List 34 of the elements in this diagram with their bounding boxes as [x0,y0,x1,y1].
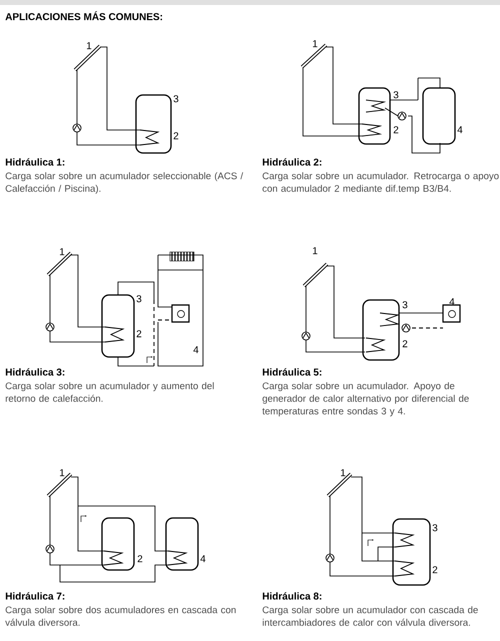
callout-number: 1 [312,247,318,254]
scheme-description: Carga solar sobre un acumulador y aumento del retorno de calefacción. [6,382,214,402]
callout-number: 3 [136,295,142,302]
callout-number: 4 [457,126,462,134]
scheme-heading: Hidráulica 3: [6,368,64,376]
callout-number: 3 [394,91,398,98]
callout-number: 2 [432,566,438,574]
callout-number: 1 [60,248,64,256]
scheme-description: Carga solar sobre dos acumuladores en cascada con válvula diversora. [5,606,236,626]
callout-number: 2 [138,555,142,562]
callout-number: 3 [174,95,178,102]
callout-number: 1 [86,42,92,50]
scheme-description: Carga solar sobre un acumulador con cascada de intercambiadores de calor con válvula diversora. [262,606,478,626]
scheme-description: Carga solar sobre un acumulador. Apoyo de generador de calor alternativo por diferencial de temperaturas entre sondas 3 y 4. [262,382,469,416]
callout-number: 3 [432,524,438,532]
scheme-description: Carga solar sobre un acumulador. Retrocarga o apoyo con acumulador 2 mediante dif.temp B3/B4. [262,172,499,194]
callout-number: 4 [193,346,198,354]
scheme-heading: Hidráulica 8: [262,592,322,600]
page-title: APLICACIONES MÁS COMUNES: [5,11,162,20]
callout-number: 3 [402,301,408,308]
callout-number: 1 [60,469,64,476]
scheme-heading: Hidráulica 7: [6,592,64,600]
callout-number: 2 [402,340,408,348]
scheme-heading: Hidráulica 5: [262,368,322,376]
callout-number: 2 [394,126,398,134]
callout-number: 4 [200,555,206,562]
scheme-description: Carga solar sobre un acumulador seleccionable (ACS / Calefacción / Piscina). [6,172,244,194]
callout-number: 4 [449,298,454,306]
scheme-heading: Hidráulica 1: [6,158,64,166]
scheme-heading: Hidráulica 2: [262,158,322,166]
callout-number: 1 [312,40,318,48]
callout-number: 2 [174,132,178,140]
callout-number: 2 [136,330,142,338]
callout-number: 1 [340,469,346,476]
